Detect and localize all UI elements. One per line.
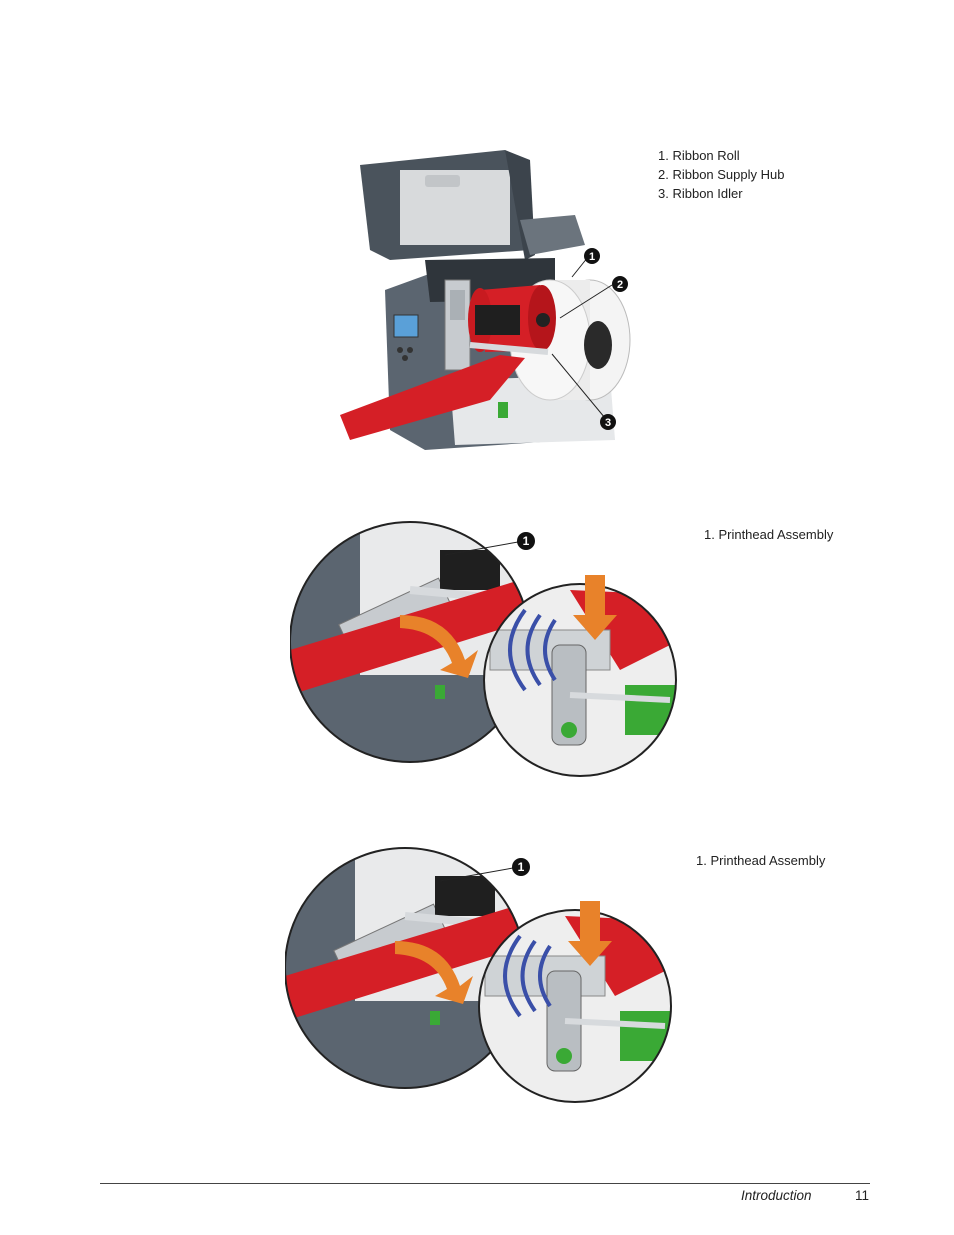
callout-ribbon-supply-hub: 2. Ribbon Supply Hub	[658, 167, 785, 182]
callout-badge-2: 2	[612, 276, 628, 292]
callout-badge-1: 1	[584, 248, 600, 264]
footer-section-title: Introduction	[741, 1188, 812, 1203]
callout-badge-3: 3	[600, 414, 616, 430]
callout-printhead-assembly: 1. Printhead Assembly	[704, 527, 834, 542]
callout-printhead-assembly: 1. Printhead Assembly	[696, 853, 826, 868]
printhead-opening-illustration: 1	[285, 847, 672, 1103]
callout-ribbon-roll: 1. Ribbon Roll	[658, 148, 740, 163]
page-number: 11	[855, 1188, 870, 1203]
callout-badge-1: 1	[512, 858, 530, 876]
svg-text:3: 3	[605, 417, 611, 429]
svg-text:1: 1	[523, 534, 530, 548]
ribbon-callout-list: 1. Ribbon Roll 2. Ribbon Supply Hub 3. R…	[658, 146, 784, 203]
callout-badge-1: 1	[517, 532, 535, 550]
svg-text:2: 2	[617, 279, 623, 291]
ribbon-loading-illustration: 1 2 3	[340, 150, 631, 450]
svg-text:1: 1	[589, 251, 595, 263]
printhead-callout-list-1: 1. Printhead Assembly	[704, 525, 833, 544]
printhead-callout-list-2: 1. Printhead Assembly	[696, 851, 825, 870]
printhead-closing-illustration: 1	[290, 521, 677, 777]
svg-text:1: 1	[518, 860, 525, 874]
footer-rule	[100, 1183, 870, 1184]
callout-ribbon-idler: 3. Ribbon Idler	[658, 186, 743, 201]
